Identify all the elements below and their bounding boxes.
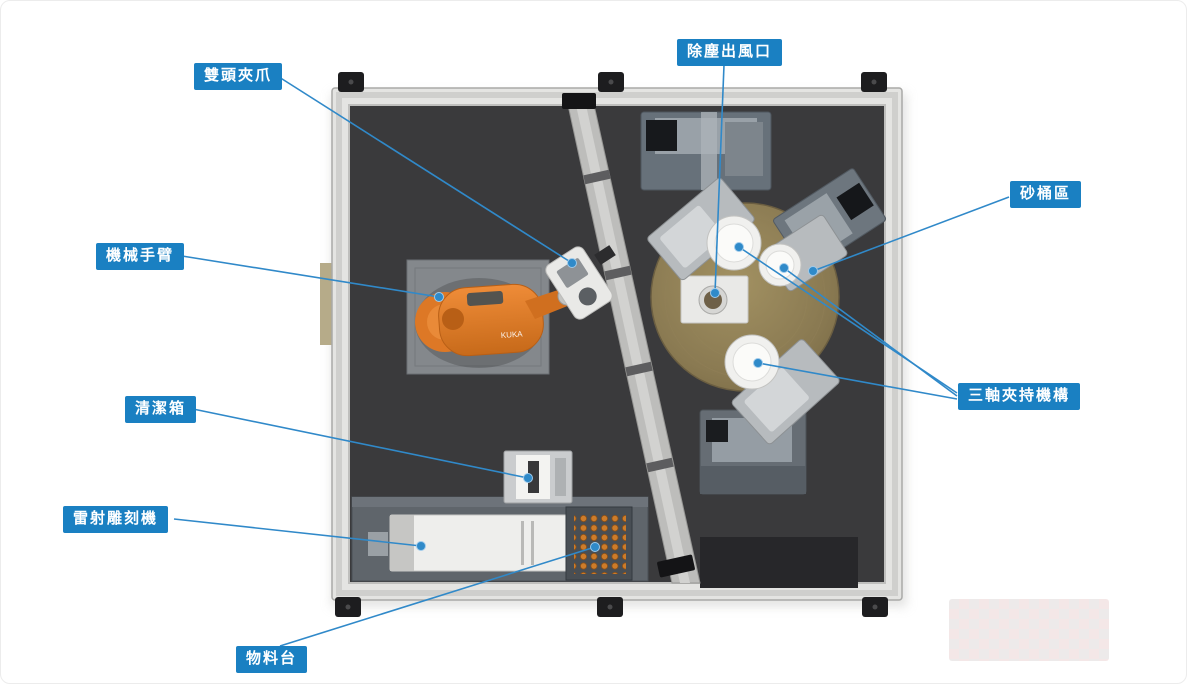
callout-dot (710, 288, 720, 298)
clamp-fixture-top (647, 177, 762, 281)
callout-dot (808, 266, 818, 276)
callout-dot (779, 263, 789, 273)
dust-outlet-plate (680, 275, 749, 324)
callout-dots (416, 242, 818, 552)
label-sand-bucket-area: 砂桶區 (1010, 181, 1082, 208)
mounting-tabs (335, 72, 888, 617)
linear-rail (562, 93, 701, 584)
callout-dot (567, 258, 577, 268)
floor-recess (700, 537, 858, 588)
leader-lines (173, 64, 1010, 647)
clamp-fixture-bottom (724, 334, 840, 445)
callout-dot (590, 542, 600, 552)
cleaning-box-unit (503, 450, 573, 504)
top-right-module (640, 111, 772, 191)
callout-dot (434, 292, 444, 302)
callout-dot (416, 541, 426, 551)
label-cleaning-box: 清潔箱 (125, 396, 197, 423)
robot-arm-kuka: KUKA (415, 278, 577, 368)
callout-dot (523, 473, 533, 483)
label-material-table: 物料台 (236, 646, 308, 673)
callout-dot (753, 358, 763, 368)
label-laser-engraver: 雷射雕刻機 (63, 506, 169, 533)
material-tray (565, 506, 633, 581)
callout-dot (734, 242, 744, 252)
label-robot-arm: 機械手臂 (96, 243, 185, 270)
label-double-head-gripper: 雙頭夾爪 (194, 63, 283, 90)
watermark-mosaic (949, 599, 1109, 661)
robot-brand-text: KUKA (501, 329, 524, 340)
label-three-axis-clamp: 三軸夾持機構 (958, 383, 1081, 410)
label-dust-outlet: 除塵出風口 (677, 39, 783, 66)
